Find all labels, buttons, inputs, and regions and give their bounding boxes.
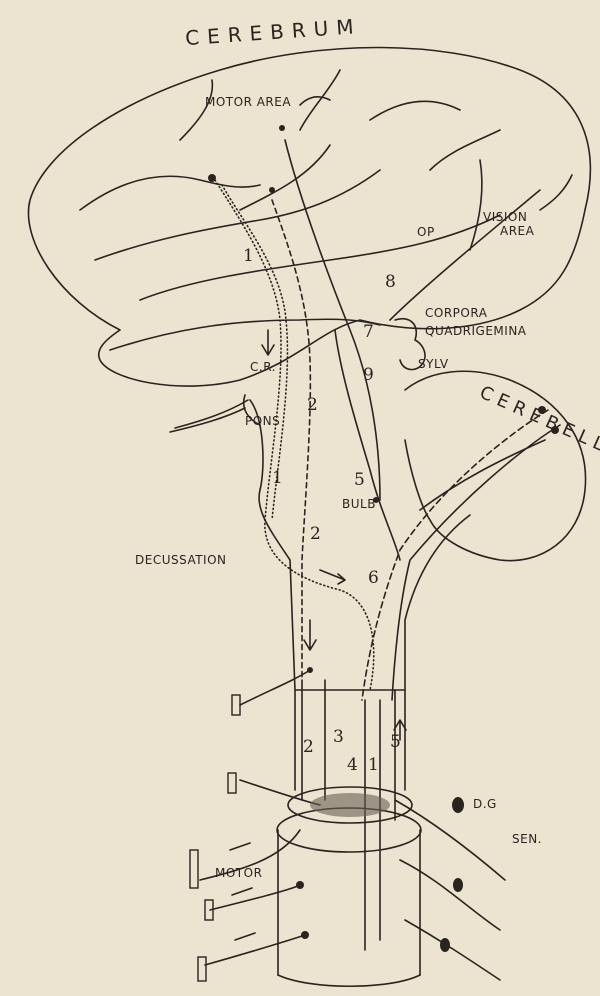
motor-nerve-4 [240, 670, 310, 705]
sensory-nerve [395, 800, 505, 880]
label-corpora: CORPORA [425, 306, 487, 320]
tract-number: 9 [363, 365, 374, 385]
motor-nerve-2 [210, 885, 300, 910]
label-cr: C.R. [250, 360, 276, 374]
tract-number: 8 [385, 272, 396, 292]
label-pons: PONS [245, 414, 280, 428]
arrow-motor-2 [232, 888, 252, 895]
label-area: AREA [500, 224, 534, 238]
sensory-nerve-2 [400, 860, 500, 930]
neuron-body [279, 125, 285, 131]
label-sylv: SYLV [418, 357, 449, 371]
label-op: OP [417, 225, 435, 239]
gyrus-line [300, 97, 330, 105]
gyrus-line [540, 175, 572, 210]
label-motor-area: MOTOR AREA [205, 95, 291, 109]
ganglion [452, 797, 464, 813]
tract-number: 5 [354, 470, 365, 490]
ganglion [453, 878, 463, 892]
neuron-body [269, 187, 275, 193]
gyrus-line [180, 80, 212, 140]
cranial-nerve [170, 408, 245, 432]
label-sen: SEN. [512, 832, 542, 846]
tract-number: 7 [363, 322, 374, 342]
neuron-body [307, 667, 313, 673]
arrow-down-1 [262, 330, 274, 355]
neuron-body [208, 174, 216, 182]
label-vision: VISION [483, 210, 527, 224]
gyrus-line [140, 215, 500, 300]
motor-nerve-3 [205, 935, 305, 965]
neuron-body [296, 881, 304, 889]
neuron-body [301, 931, 309, 939]
tract-cerebellum-2 [420, 440, 545, 510]
tract-number: 6 [368, 568, 379, 588]
arrow-motor-3 [235, 933, 255, 940]
muscle-icon [228, 773, 236, 793]
label-dg: D.G [473, 797, 497, 811]
tract-number: 2 [307, 395, 318, 415]
temporal-lobe-line [110, 319, 380, 350]
tract-cerebellum-solid [392, 425, 560, 700]
muscle-icon [232, 695, 240, 715]
tract-number: 2 [310, 524, 321, 544]
tract-number: 3 [333, 727, 344, 747]
arrow-down-2 [304, 620, 316, 650]
grey-matter [310, 793, 390, 817]
tract-number: 5 [390, 732, 401, 752]
muscle-icon [198, 957, 206, 981]
arrow-motor-1 [230, 843, 250, 850]
arrow-diag [320, 570, 345, 584]
tract-number: 1 [243, 246, 254, 266]
tract-number: 2 [303, 737, 314, 757]
tract-number: 4 [347, 755, 358, 775]
gyrus-line [430, 130, 500, 170]
label-bulb: BULB [342, 497, 376, 511]
spinal-cord-bottom [278, 975, 420, 986]
brainstem-outline [250, 400, 470, 690]
label-quadrigemina: QUADRIGEMINA [425, 324, 527, 338]
gyrus-line [80, 176, 260, 210]
label-motor: MOTOR [215, 866, 262, 880]
muscle-icon [190, 850, 198, 888]
gyrus-line [240, 145, 330, 210]
tract-number: 1 [368, 755, 379, 775]
gyrus-line [370, 101, 460, 120]
ganglion [440, 938, 450, 952]
cranial-nerve-2 [175, 400, 248, 428]
tract-number: 1 [272, 468, 283, 488]
gyrus-line [470, 160, 482, 250]
label-decussation: DECUSSATION [135, 553, 227, 567]
